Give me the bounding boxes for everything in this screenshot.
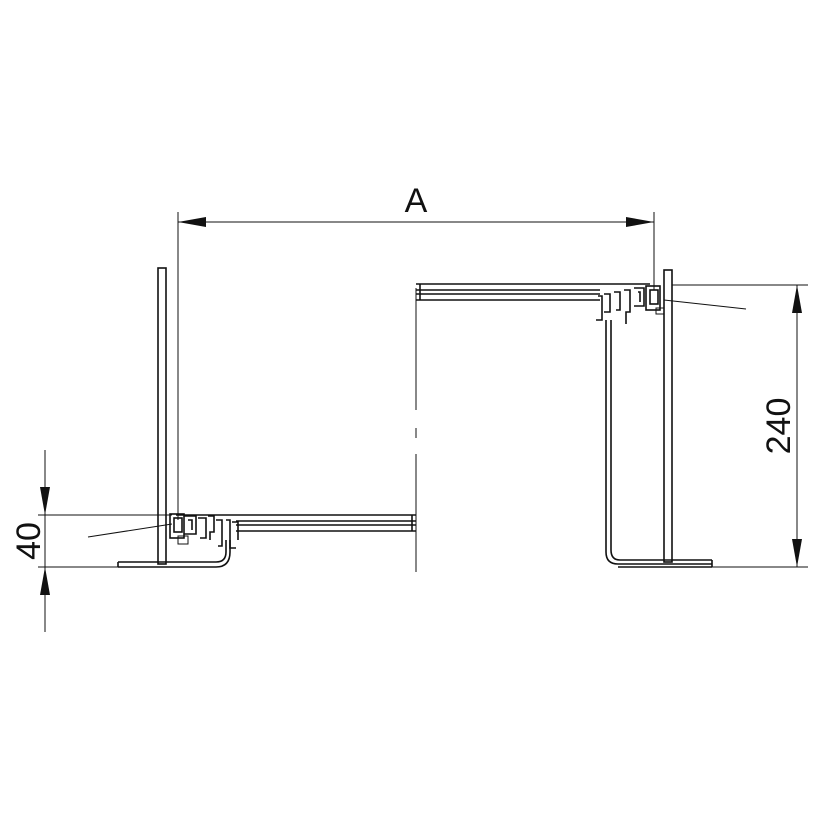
left-connector xyxy=(169,513,239,549)
dimension-40: 40 xyxy=(10,450,172,632)
left-unit xyxy=(87,267,416,568)
dimension-240: 240 xyxy=(672,284,808,568)
right-connector xyxy=(596,285,665,324)
dimension-a-label: A xyxy=(405,182,428,220)
right-unit xyxy=(416,269,747,568)
dimension-40-label: 40 xyxy=(10,522,48,560)
dimension-a: A xyxy=(177,182,655,520)
dimension-240-label: 240 xyxy=(760,398,798,455)
